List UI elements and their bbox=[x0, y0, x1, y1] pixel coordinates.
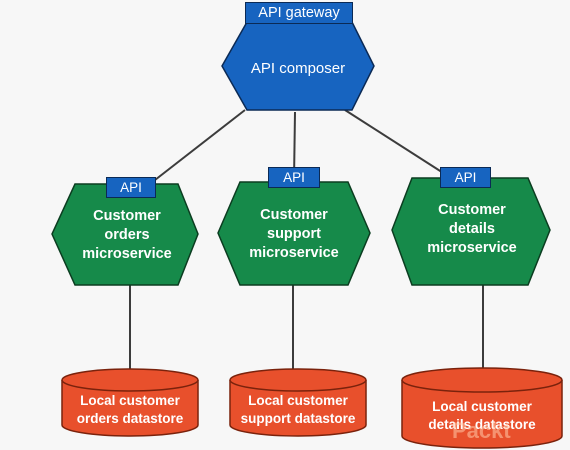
support-hexagon bbox=[217, 181, 371, 286]
details-datastore-label: Local customer details datastore bbox=[428, 399, 536, 432]
support-datastore-cylinder bbox=[229, 368, 367, 437]
orders-api-tab: API bbox=[106, 177, 156, 198]
orders-hexagon bbox=[51, 183, 199, 286]
connector-composer-details bbox=[344, 109, 449, 177]
support-microservice-label: Customer support microservice bbox=[249, 206, 339, 261]
details-microservice-label: Customer details microservice bbox=[427, 201, 517, 256]
details-datastore-cylinder bbox=[401, 367, 563, 449]
connector-composer-orders bbox=[154, 109, 246, 181]
api-gateway-label: API gateway bbox=[245, 2, 353, 24]
packt-watermark: Packt bbox=[452, 418, 511, 443]
orders-datastore-label: Local customer orders datastore bbox=[76, 393, 184, 426]
orders-microservice-label: Customer orders microservice bbox=[82, 207, 172, 262]
details-api-tab: API bbox=[440, 167, 491, 188]
details-hexagon bbox=[391, 177, 551, 286]
orders-datastore-cylinder bbox=[61, 368, 199, 437]
support-datastore-label: Local customer support datastore bbox=[240, 393, 356, 426]
api-composer-label: API composer bbox=[250, 59, 346, 77]
support-api-tab: API bbox=[268, 167, 320, 188]
